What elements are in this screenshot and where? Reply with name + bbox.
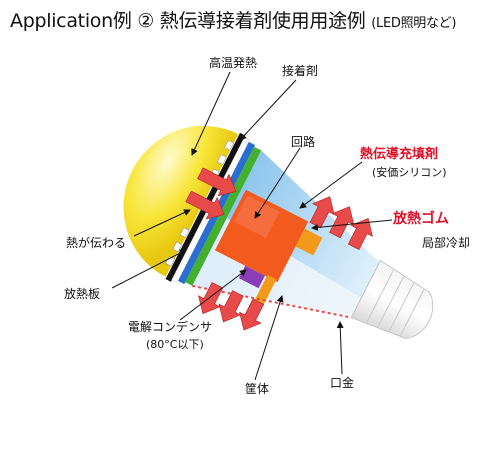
label-base: 口金 xyxy=(330,376,355,390)
label-capacitor: 電解コンデンサ xyxy=(128,320,213,334)
label-heat-sink-plate: 放熱板 xyxy=(64,287,101,301)
label-heat-transfer: 熱が伝わる xyxy=(66,236,127,250)
heat-arrows-up xyxy=(309,196,373,251)
title-sub: (LED照明など) xyxy=(371,16,457,31)
heat-arrows-in xyxy=(185,167,237,220)
label-local-cooling: 局部冷却 xyxy=(422,236,471,250)
title-main: Application例 ② 熱伝導接着剤使用用途例 xyxy=(10,10,366,32)
label-high-temp: 高温発熱 xyxy=(209,56,258,70)
orange-strip xyxy=(254,274,277,305)
label-thermal-filler-note: (安価シリコン) xyxy=(372,166,447,179)
label-thermal-filler: 熱伝導充填剤 xyxy=(360,147,439,162)
leader-lines xyxy=(111,71,393,381)
base-threads xyxy=(366,269,425,337)
label-adhesive: 接着剤 xyxy=(282,64,319,78)
bulb-group xyxy=(123,125,434,339)
label-capacitor-note: (80°C以下) xyxy=(146,338,204,351)
led-dots xyxy=(165,139,235,267)
bulb-dome xyxy=(123,125,239,277)
thermal-filler-block xyxy=(295,228,323,256)
heat-arrows-down xyxy=(198,282,265,331)
label-heat-rubber: 放熱ゴム xyxy=(393,211,449,227)
page-title: Application例 ② 熱伝導接着剤使用用途例 (LED照明など) xyxy=(10,6,456,33)
label-housing: 筐体 xyxy=(245,382,270,396)
label-circuit: 回路 xyxy=(291,135,316,149)
green-plate xyxy=(185,146,262,286)
